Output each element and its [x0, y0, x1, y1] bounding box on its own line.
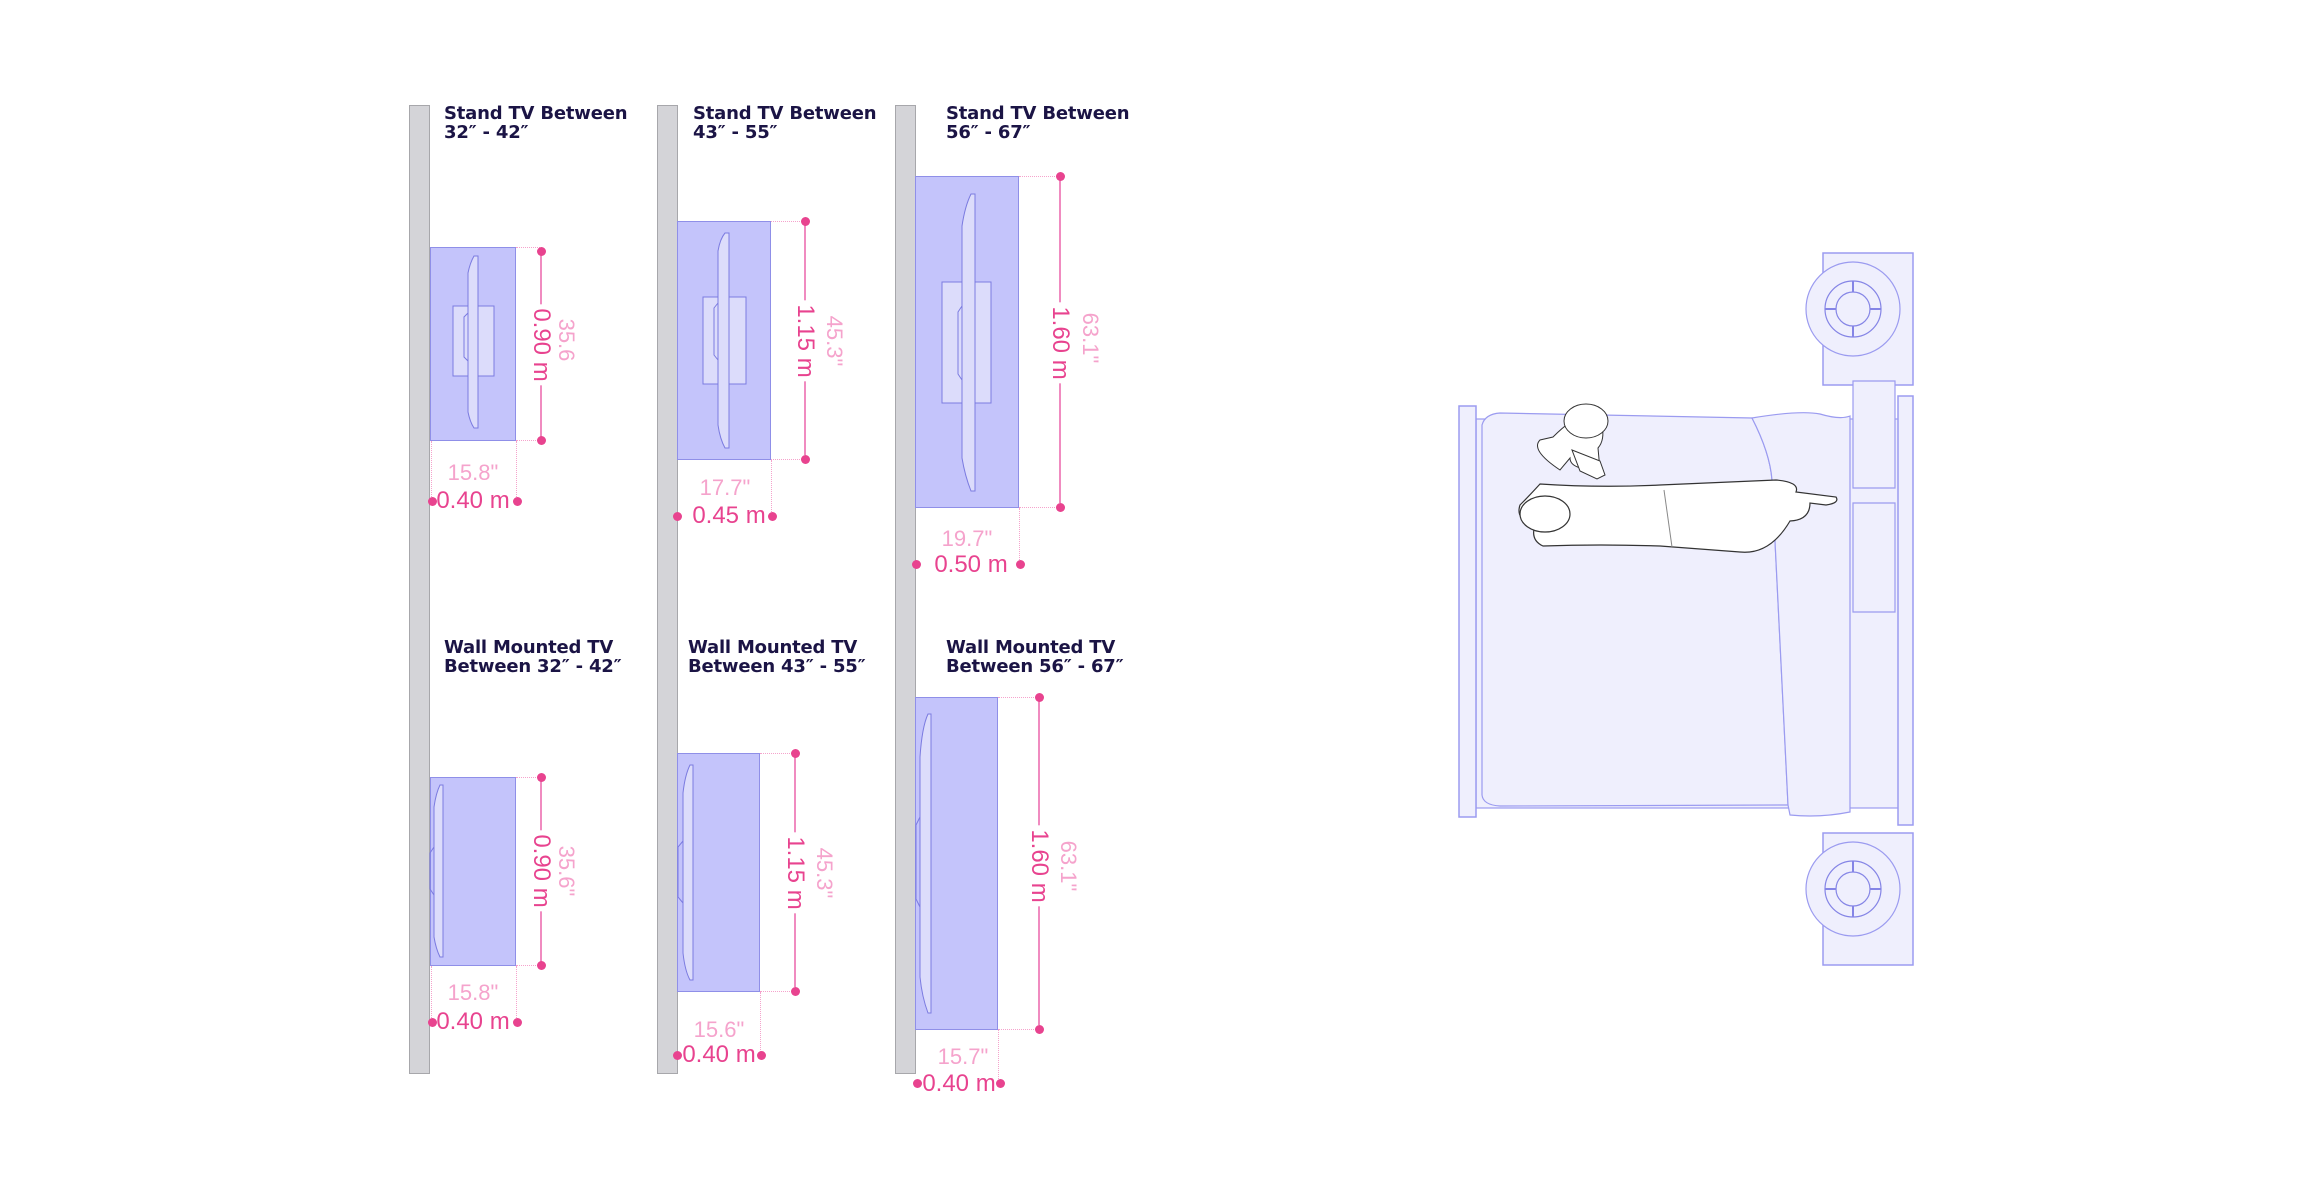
extension-line: [516, 247, 540, 248]
depth-imperial: 19.7": [941, 526, 993, 551]
depth-imperial: 17.7": [699, 475, 751, 500]
nightstand-bottom: [1805, 832, 1914, 966]
wall-mounted-tv-icon: [429, 784, 444, 958]
title-stand-56-67: Stand TV Between 56″ - 67″: [946, 103, 1130, 143]
title-line: 56″ - 67″: [946, 122, 1031, 143]
title-stand-32-42: Stand TV Between 32″ - 42″: [444, 103, 628, 143]
title-line: 32″ - 42″: [444, 122, 529, 143]
depth-metric: 0.40 m: [682, 1041, 756, 1068]
title-wall-56-67: Wall Mounted TV Between 56″ - 67″: [946, 637, 1124, 677]
adult-figure: [1518, 479, 1838, 553]
depth-metric: 0.50 m: [934, 551, 1008, 578]
wall-mounted-tv-icon: [677, 764, 694, 981]
extension-line: [998, 1030, 999, 1083]
dimension-dot: [512, 1017, 522, 1027]
dimension-dot: [536, 435, 546, 445]
dimension-dot: [536, 246, 546, 256]
dimension-dot: [1055, 171, 1065, 181]
extension-line: [516, 966, 517, 1022]
dimension-dot: [767, 511, 777, 521]
extension-line: [431, 441, 432, 501]
depth-imperial: 15.6": [693, 1017, 745, 1042]
depth-imperial: 15.8": [447, 460, 499, 485]
dimension-dot: [756, 1050, 766, 1060]
extension-line: [760, 753, 794, 754]
wall-section: [657, 105, 678, 1074]
dimension-dot: [1034, 692, 1044, 702]
title-line: 43″ - 55″: [693, 122, 778, 143]
dimension-dot: [1055, 502, 1065, 512]
depth-imperial: 15.8": [447, 980, 499, 1005]
extension-line: [516, 777, 540, 778]
extension-line: [516, 441, 517, 501]
title-stand-43-55: Stand TV Between 43″ - 55″: [693, 103, 877, 143]
dimension-dot: [790, 748, 800, 758]
title-line: Wall Mounted TV: [688, 637, 858, 658]
extension-line: [1019, 508, 1020, 564]
depth-metric: 0.40 m: [922, 1070, 996, 1097]
title-line: Stand TV Between: [693, 103, 877, 124]
title-line: Between 56″ - 67″: [946, 656, 1124, 677]
title-line: Between 32″ - 42″: [444, 656, 622, 677]
wall-section: [409, 105, 430, 1074]
extension-line: [760, 991, 794, 992]
extension-line: [516, 965, 540, 966]
dimension-dot: [1034, 1024, 1044, 1034]
dimension-dot: [427, 1017, 437, 1027]
depth-metric: 0.45 m: [692, 502, 766, 529]
dimension-dot: [800, 216, 810, 226]
title-line: Wall Mounted TV: [946, 637, 1116, 658]
extension-line: [998, 697, 1038, 698]
dimension-dot: [536, 772, 546, 782]
title-line: Stand TV Between: [946, 103, 1130, 124]
tv-on-stand-icon: [941, 193, 992, 492]
dimension-dot: [536, 960, 546, 970]
dimension-dot: [427, 496, 437, 506]
extension-line: [771, 459, 804, 460]
extension-line: [760, 992, 761, 1054]
extension-line: [771, 460, 772, 516]
extension-line: [998, 1029, 1038, 1030]
dimension-dot: [911, 559, 921, 569]
dimension-dot: [995, 1078, 1005, 1088]
extension-line: [516, 440, 540, 441]
title-line: Between 43″ - 55″: [688, 656, 866, 677]
nightstand-top: [1805, 252, 1914, 386]
clearance-zone: [430, 777, 516, 966]
extension-line: [771, 221, 804, 222]
depth-imperial: 15.7": [937, 1044, 989, 1069]
extension-line: [1019, 507, 1059, 508]
dimension-dot: [800, 454, 810, 464]
extension-line: [1019, 176, 1059, 177]
dimension-dot: [512, 496, 522, 506]
title-line: Wall Mounted TV: [444, 637, 614, 658]
depth-metric: 0.40 m: [436, 1008, 510, 1035]
dimension-dot: [672, 511, 682, 521]
depth-metric: 0.40 m: [436, 487, 510, 514]
title-wall-32-42: Wall Mounted TV Between 32″ - 42″: [444, 637, 622, 677]
tv-on-stand-icon: [702, 232, 747, 449]
extension-line: [431, 966, 432, 1022]
dimension-dot: [912, 1078, 922, 1088]
dimension-dot: [672, 1050, 682, 1060]
bed: [1458, 380, 1914, 826]
wall-section: [895, 105, 916, 1074]
title-line: Stand TV Between: [444, 103, 628, 124]
dimension-dot: [1015, 559, 1025, 569]
wall-mounted-tv-icon: [915, 713, 932, 1014]
child-figure: [1537, 403, 1609, 480]
tv-on-stand-icon: [452, 255, 495, 429]
title-wall-43-55: Wall Mounted TV Between 43″ - 55″: [688, 637, 866, 677]
dimension-dot: [790, 986, 800, 996]
